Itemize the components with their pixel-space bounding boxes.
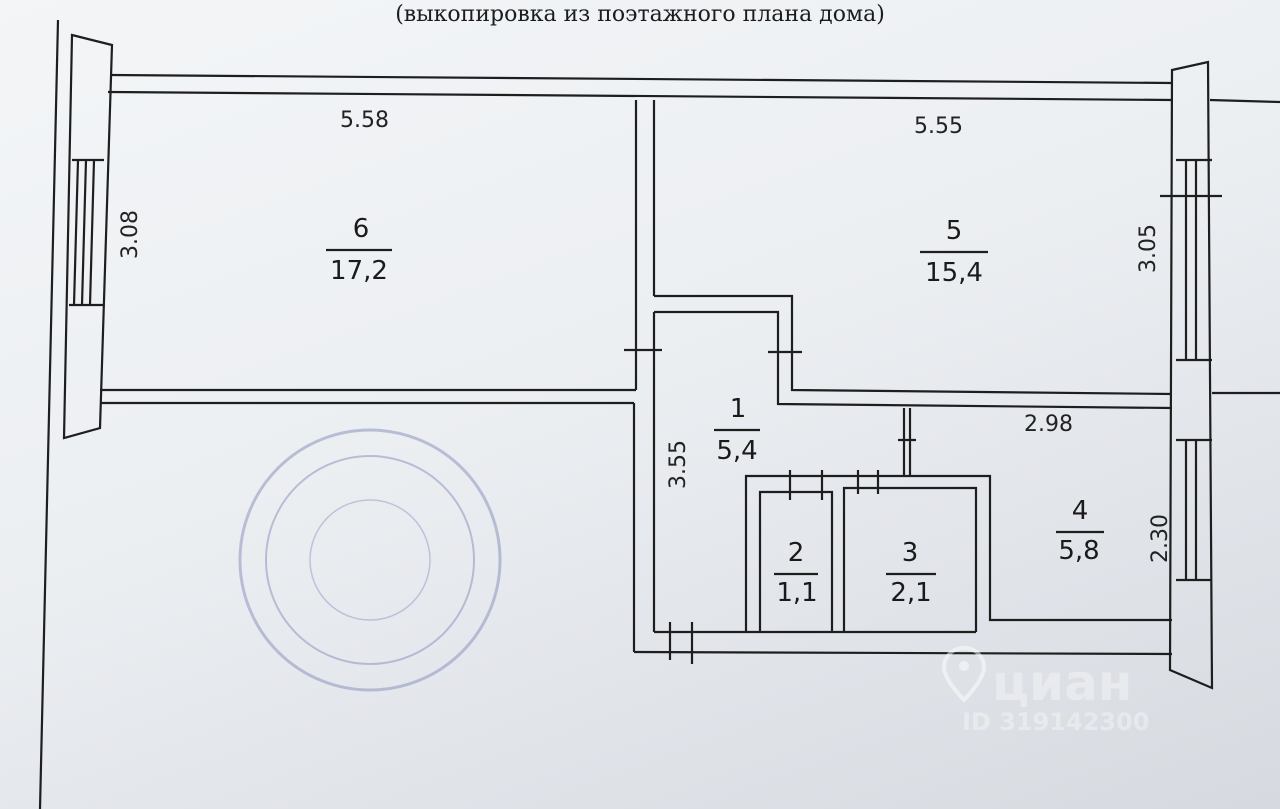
- right-window: [1168, 60, 1214, 690]
- watermark-logo-icon: [941, 645, 987, 703]
- dimension-room5-depth: 3.05: [1135, 224, 1161, 273]
- watermark-brand: циан: [992, 654, 1133, 712]
- dimension-room6-width: 5.58: [340, 108, 389, 133]
- hall-top-wall: [654, 310, 1173, 410]
- room5-bottom-wall: [654, 294, 1173, 396]
- notary-stamp: [238, 428, 502, 692]
- room2-area: 1,1: [776, 578, 818, 608]
- dimension-room5-width: 5.55: [914, 114, 963, 139]
- bottom-wall-outer: [633, 650, 1173, 656]
- room5-number: 5: [945, 216, 963, 246]
- room3-walls: [842, 486, 978, 632]
- room4-area: 5,8: [1058, 536, 1100, 566]
- dimension-room4-depth: 2.30: [1147, 514, 1173, 563]
- sanitary-block-outer: [744, 474, 1172, 632]
- room6-area: 17,2: [330, 256, 388, 286]
- room6-number: 6: [352, 214, 370, 244]
- room5-area: 15,4: [925, 258, 983, 288]
- room2-number: 2: [787, 538, 805, 568]
- room2-walls: [758, 490, 834, 632]
- sheet-frame-left: [38, 19, 60, 809]
- top-wall-inner: [107, 90, 1173, 102]
- dimension-room6-depth: 3.08: [117, 210, 143, 259]
- room3-area: 2,1: [890, 578, 932, 608]
- dimension-hall-depth: 3.55: [665, 440, 691, 489]
- room4-number: 4: [1071, 496, 1089, 526]
- dimension-room4-width: 2.98: [1024, 412, 1073, 437]
- watermark-id: ID 319142300: [962, 708, 1150, 736]
- room1-number: 1: [729, 394, 747, 424]
- room1-area: 5,4: [716, 436, 758, 466]
- room3-number: 3: [901, 538, 919, 568]
- left-window: [62, 33, 114, 440]
- page-title: (выкопировка из поэтажного плана дома): [395, 2, 885, 27]
- top-wall-outer: [109, 73, 1173, 85]
